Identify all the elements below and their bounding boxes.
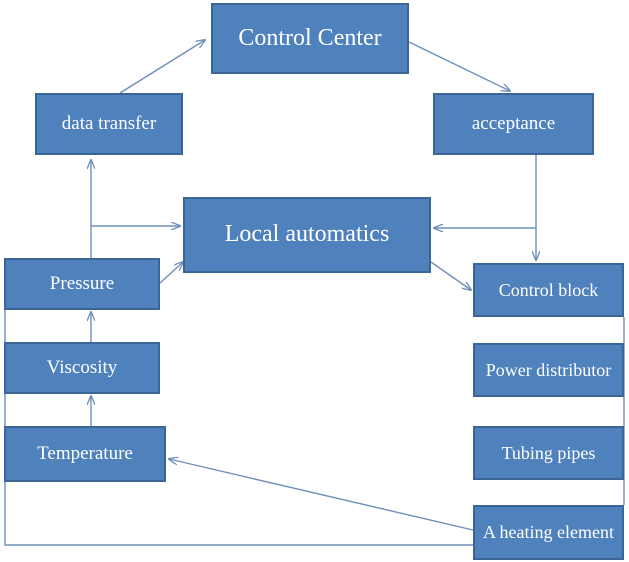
tubing-pipes-node: Tubing pipes bbox=[473, 426, 624, 480]
local-automatics-node: Local automatics bbox=[183, 197, 431, 273]
arrow-pressure-to-local-automatics bbox=[159, 262, 183, 284]
arrow-control-center-to-acceptance bbox=[408, 41, 510, 91]
arrow-local-automatics-to-control-block bbox=[430, 261, 471, 290]
control-center-node: Control Center bbox=[211, 3, 409, 74]
power-distributor-node: Power distributor bbox=[473, 343, 624, 397]
control-block-node: Control block bbox=[473, 263, 624, 317]
viscosity-node: Viscosity bbox=[4, 342, 160, 394]
pressure-node: Pressure bbox=[4, 258, 160, 310]
heating-element-node: A heating element bbox=[473, 505, 624, 560]
temperature-node: Temperature bbox=[4, 426, 166, 482]
acceptance-node: acceptance bbox=[433, 93, 594, 155]
data-transfer-node: data transfer bbox=[35, 93, 183, 155]
arrow-heating-element-to-temperature bbox=[169, 459, 474, 531]
arrow-data-transfer-to-control-center bbox=[119, 40, 205, 94]
